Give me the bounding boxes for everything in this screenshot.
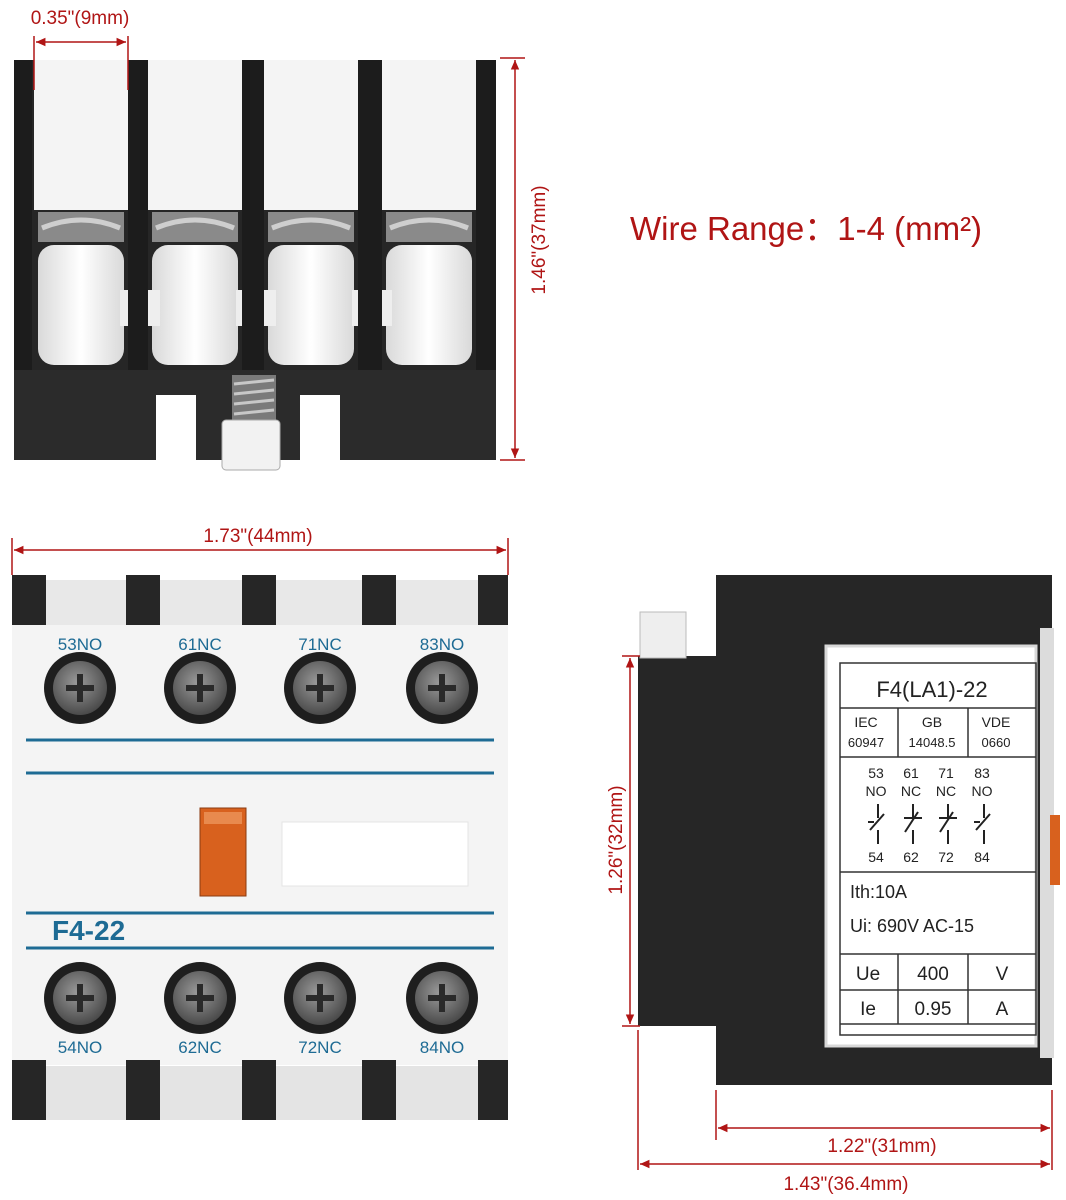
contact-83-type: NO: [972, 783, 993, 799]
contact-61-bottom: 62: [903, 849, 919, 865]
model-label: F4-22: [52, 915, 125, 946]
std-gb-code: 14048.5: [909, 735, 956, 750]
screw-icon: [284, 962, 356, 1034]
ie-label: Ie: [860, 999, 876, 1020]
ui-rating: Ui: 690V AC-15: [850, 916, 974, 936]
terminal-label-72nc: 72NC: [298, 1038, 341, 1057]
contact-71-top: 71: [938, 765, 954, 781]
plunger: [221, 419, 281, 471]
contact-71-bottom: 72: [938, 849, 954, 865]
front-width-label: 1.73"(44mm): [203, 526, 312, 547]
contact-71-type: NC: [936, 783, 956, 799]
label-window: [281, 821, 469, 887]
ue-label: Ue: [856, 964, 880, 985]
side-clip: [639, 611, 687, 659]
std-vde-code: 0660: [982, 735, 1011, 750]
top-height-label: 1.46"(37mm): [529, 185, 550, 294]
contact-53-bottom: 54: [868, 849, 884, 865]
bottom-screws: [44, 962, 478, 1034]
no-contact-icon: [974, 804, 991, 844]
contact-61-top: 61: [903, 765, 919, 781]
std-iec-code: 60947: [848, 735, 884, 750]
std-gb: GB: [922, 714, 942, 730]
ie-unit: A: [996, 999, 1009, 1020]
ue-unit: V: [996, 964, 1009, 985]
contact-symbols: 53 NO 54 61 NC 62 71 NC 72 83 NO 84: [866, 765, 993, 865]
screw-icon: [164, 652, 236, 724]
side-width-dimensions: 1.22"(31mm) 1.43"(36.4mm): [637, 1030, 1053, 1195]
top-width-label: 0.35"(9mm): [31, 8, 130, 29]
screw-icon: [44, 962, 116, 1034]
std-vde: VDE: [982, 714, 1011, 730]
terminal-label-61nc: 61NC: [178, 635, 221, 654]
side-view: F4(LA1)-22 IEC 60947 GB 14048.5 VDE 0660…: [638, 575, 1060, 1085]
side-indicator: [1050, 815, 1060, 885]
terminal-label-53no: 53NO: [58, 635, 102, 654]
contact-61-type: NC: [901, 783, 921, 799]
terminal-label-62nc: 62NC: [178, 1038, 221, 1057]
top-width-dimension: 0.35"(9mm): [31, 8, 130, 90]
front-view-width-dimension: 1.73"(44mm): [11, 526, 509, 575]
screw-icon: [284, 652, 356, 724]
screw-icon: [406, 652, 478, 724]
contact-53-top: 53: [868, 765, 884, 781]
screw-icon: [164, 962, 236, 1034]
top-screws: [44, 652, 478, 724]
terminal-label-54no: 54NO: [58, 1038, 102, 1057]
side-height-label: 1.26"(32mm): [606, 785, 627, 894]
side-outer-width-label: 1.43"(36.4mm): [783, 1174, 908, 1195]
ie-value: 0.95: [915, 999, 952, 1020]
nameplate: F4(LA1)-22 IEC 60947 GB 14048.5 VDE 0660…: [824, 644, 1038, 1048]
wire-range-text: Wire Range：1-4 (mm²): [630, 210, 982, 247]
front-view: 53NO 61NC 71NC 83NO F4-22: [12, 575, 508, 1120]
contact-83-top: 83: [974, 765, 990, 781]
nc-contact-icon: [904, 804, 922, 844]
contact-53-type: NO: [866, 783, 887, 799]
top-height-dimension: 1.46"(37mm): [500, 57, 550, 461]
side-height-dimension: 1.26"(32mm): [606, 655, 640, 1027]
no-contact-icon: [868, 804, 885, 844]
terminal-label-71nc: 71NC: [298, 635, 341, 654]
nameplate-model: F4(LA1)-22: [876, 677, 987, 702]
screw-icon: [44, 652, 116, 724]
ith-rating: Ith:10A: [850, 882, 907, 902]
ue-value: 400: [917, 964, 949, 985]
top-view: [14, 60, 496, 471]
terminal-label-83no: 83NO: [420, 635, 464, 654]
side-inner-width-label: 1.22"(31mm): [827, 1136, 936, 1157]
top-view-screws: [38, 212, 472, 242]
nc-contact-icon: [939, 804, 957, 844]
terminal-label-84no: 84NO: [420, 1038, 464, 1057]
std-iec: IEC: [854, 714, 877, 730]
screw-icon: [406, 962, 478, 1034]
contact-83-bottom: 84: [974, 849, 990, 865]
